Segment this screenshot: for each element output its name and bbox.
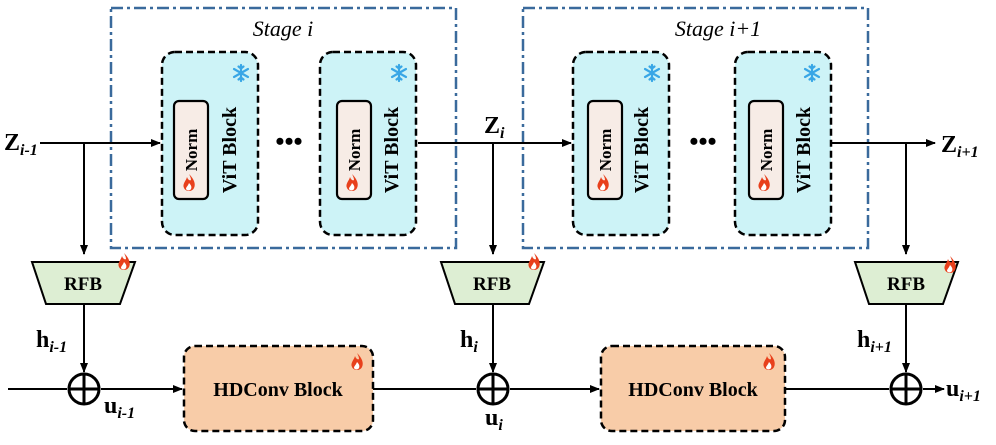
norm-label: Norm bbox=[345, 129, 364, 171]
stage-box-i-plus-1 bbox=[521, 6, 870, 250]
ellipsis: ••• bbox=[275, 127, 302, 156]
u-label-right: ui+1 bbox=[946, 376, 981, 405]
rfb-label: RFB bbox=[473, 274, 511, 295]
vit-block-label: ViT Block bbox=[219, 106, 241, 193]
rfb-label: RFB bbox=[64, 274, 102, 295]
rfb-label: RFB bbox=[887, 274, 925, 295]
vit-block-label: ViT Block bbox=[381, 106, 403, 193]
hdconv-block-1: HDConv Block bbox=[182, 344, 375, 433]
rfb-block-left: RFB bbox=[30, 253, 137, 305]
norm-label: Norm bbox=[596, 129, 615, 171]
stage-title-i: Stage i bbox=[253, 16, 314, 41]
z-label-right: Zi+1 bbox=[941, 132, 979, 161]
ellipsis: ••• bbox=[689, 127, 716, 156]
u-label-left: ui-1 bbox=[104, 393, 135, 422]
z-label-mid: Zi bbox=[484, 113, 505, 142]
hdconv-block-2: HDConv Block bbox=[599, 344, 787, 433]
stage-title-i-plus-1: Stage i+1 bbox=[675, 16, 761, 41]
z-label-left: Zi-1 bbox=[4, 130, 38, 159]
h-label-mid: hi bbox=[460, 327, 478, 356]
add-operator-icon bbox=[889, 372, 923, 406]
flame-icon bbox=[528, 253, 540, 270]
norm-label: Norm bbox=[182, 129, 201, 171]
vit-block-1: Norm ViT Block bbox=[160, 50, 260, 237]
vit-block-label: ViT Block bbox=[631, 106, 653, 193]
hdconv-label: HDConv Block bbox=[628, 379, 758, 401]
vit-block-3: Norm ViT Block bbox=[571, 50, 671, 237]
vit-block-4: Norm ViT Block bbox=[733, 50, 833, 237]
rfb-block-right: RFB bbox=[853, 256, 960, 305]
u-label-mid: ui bbox=[485, 405, 503, 434]
norm-label: Norm bbox=[757, 129, 776, 171]
add-operator-icon bbox=[67, 372, 101, 406]
stage-box-i bbox=[109, 6, 458, 250]
add-operator-icon bbox=[476, 372, 510, 406]
vit-block-2: Norm ViT Block bbox=[318, 50, 418, 237]
hdconv-label: HDConv Block bbox=[213, 379, 343, 401]
h-label-left: hi-1 bbox=[36, 327, 67, 356]
flame-icon bbox=[944, 256, 956, 273]
h-label-right: hi+1 bbox=[857, 327, 892, 356]
vit-block-label: ViT Block bbox=[793, 106, 815, 193]
flame-icon bbox=[118, 253, 130, 270]
rfb-block-mid: RFB bbox=[439, 253, 546, 305]
